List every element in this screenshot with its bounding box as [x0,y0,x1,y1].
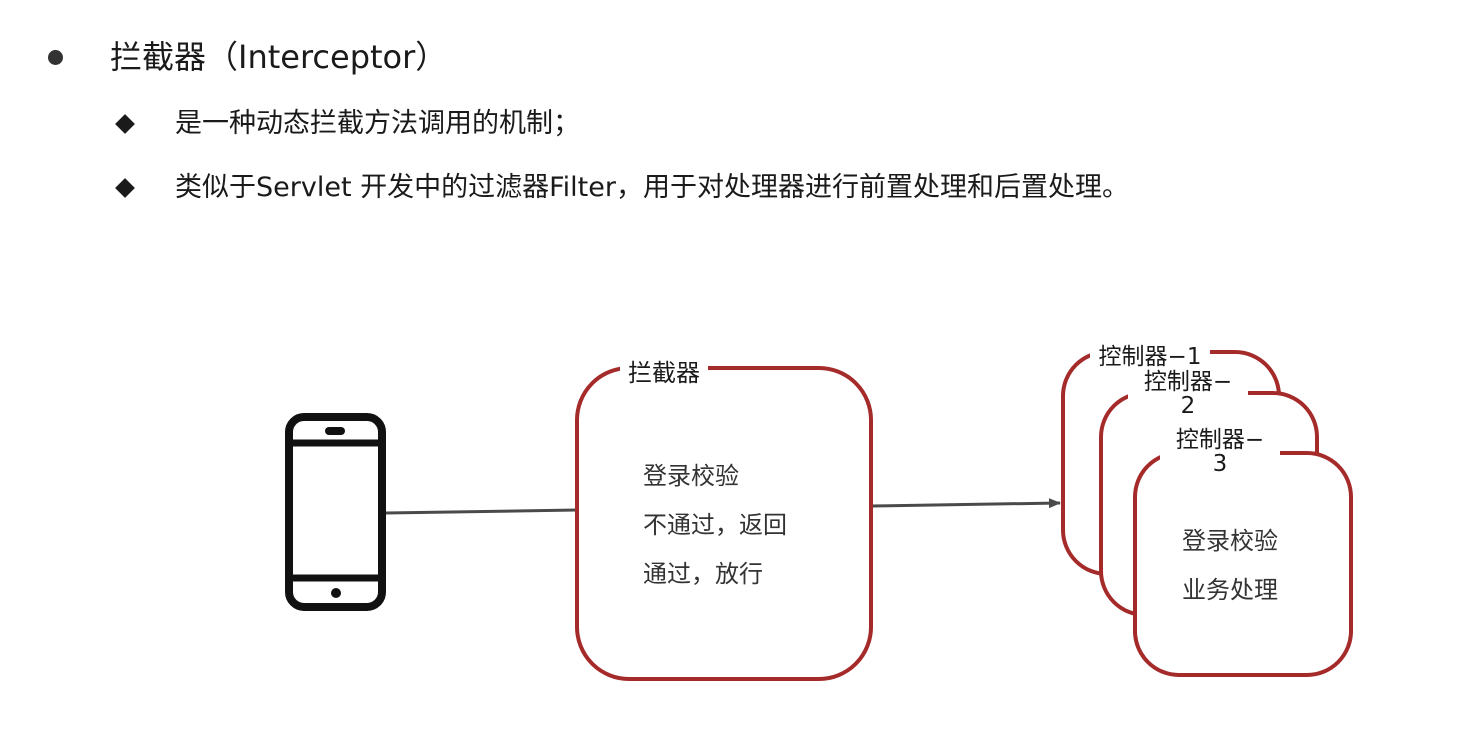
smartphone-icon [285,413,386,611]
controller-2-title: 控制器− 2 [1128,370,1248,418]
point-1: 是一种动态拦截方法调用的机制； [175,108,580,139]
controller-3-title-line-1: 控制器− [1175,427,1265,453]
controller-1-title: 控制器−1 [1090,345,1210,369]
interceptor-line-1: 登录校验 [643,462,739,490]
heading-title: 拦截器（Interceptor） [110,38,448,76]
interceptor-box [575,366,873,681]
controller-1-title-line-1: 控制器−1 [1098,344,1202,370]
controller-2-title-line-2: 2 [1180,393,1196,419]
interceptor-to-controller-arrow [870,498,1061,509]
client-to-interceptor-line [385,508,578,515]
controller-3-title: 控制器− 3 [1160,428,1280,476]
interceptor-line-3: 通过，放行 [643,560,763,588]
heading-bullet [48,50,63,65]
controller-2-title-line-1: 控制器− [1143,369,1233,395]
point-2: 类似于Servlet 开发中的过滤器Filter，用于对处理器进行前置处理和后置… [175,172,1129,203]
controller-body-line-1: 登录校验 [1182,527,1278,555]
interceptor-line-2: 不通过，返回 [643,511,787,539]
controller-3-title-line-2: 3 [1212,451,1228,477]
interceptor-title: 拦截器 [620,358,708,388]
controller-body-line-2: 业务处理 [1182,576,1278,604]
